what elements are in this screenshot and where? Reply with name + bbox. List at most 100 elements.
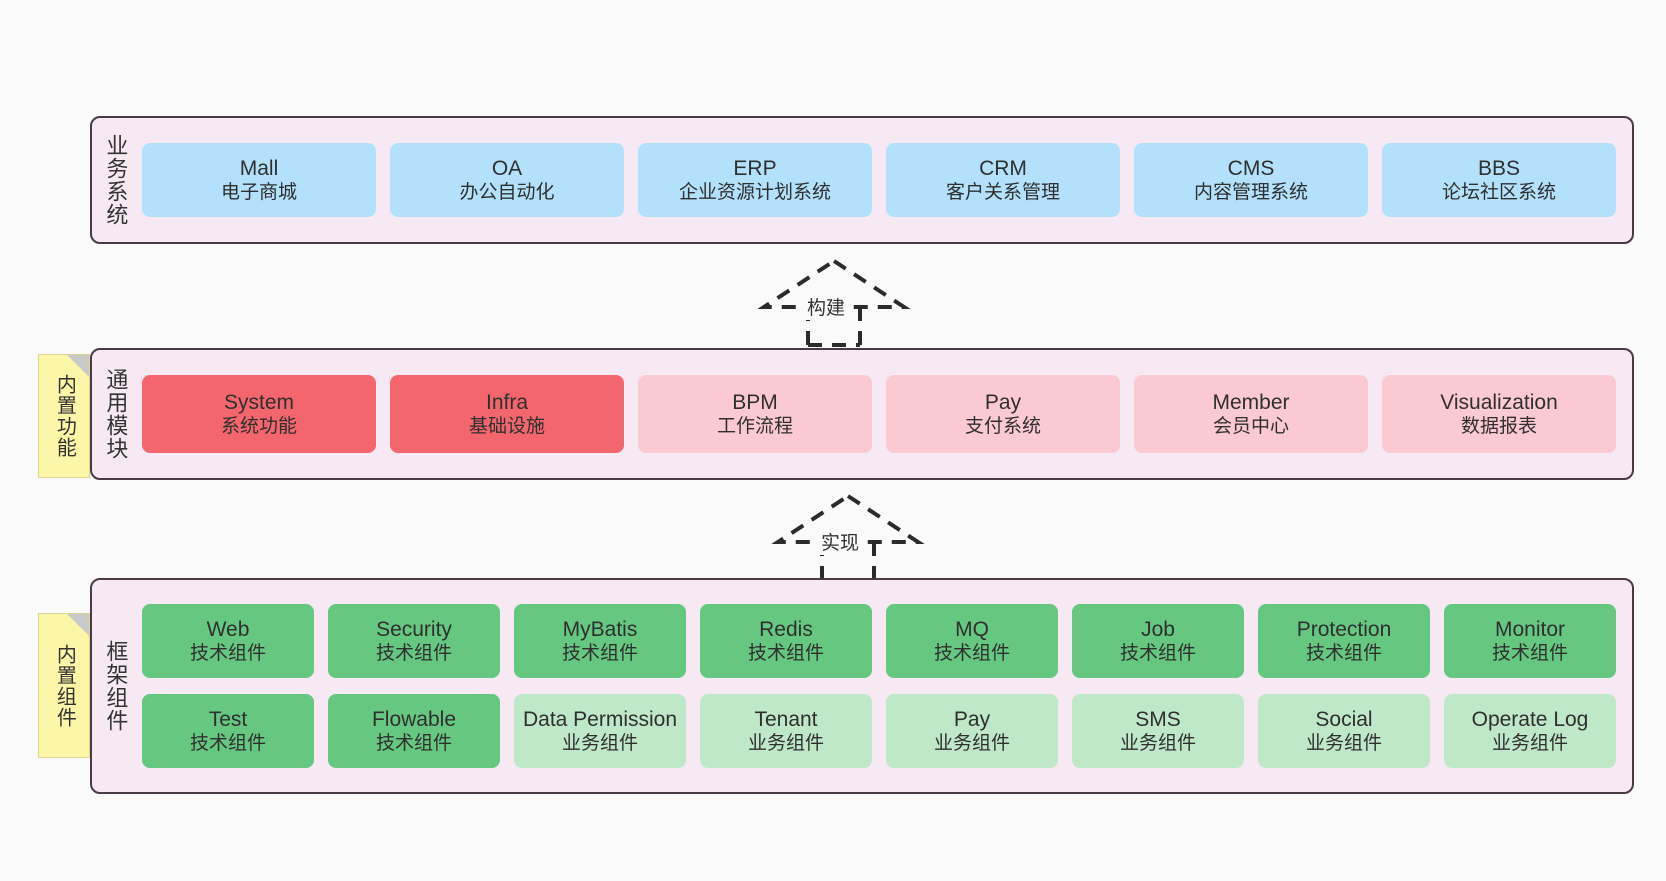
layer-body-framework-component: Web 技术组件 Security 技术组件 MyBatis 技术组件 Redi…: [138, 580, 1632, 792]
layer-business-system: 业务系统 Mall 电子商城 OA 办公自动化 ERP 企业资源计划系统 CRM…: [90, 116, 1634, 244]
node-visualization[interactable]: Visualization 数据报表: [1382, 375, 1616, 453]
node-subtitle: 系统功能: [220, 416, 297, 438]
node-title: Flowable: [371, 707, 457, 731]
layer-title-framework-component: 框架组件: [103, 640, 129, 732]
node-tenant[interactable]: Tenant 业务组件: [700, 694, 872, 768]
node-mq[interactable]: MQ 技术组件: [886, 604, 1058, 678]
node-subtitle: 业务组件: [561, 733, 638, 754]
connector-label-implement: 实现: [818, 528, 863, 555]
node-subtitle: 业务组件: [933, 733, 1010, 755]
node-bbs[interactable]: BBS 论坛社区系统: [1382, 143, 1616, 217]
node-subtitle: 技术组件: [1305, 643, 1382, 665]
node-subtitle: 业务组件: [1305, 733, 1382, 755]
node-subtitle: 业务组件: [1119, 733, 1196, 755]
page-fold-icon: [67, 614, 89, 636]
node-pay[interactable]: Pay 支付系统: [886, 375, 1120, 453]
node-title: BBS: [1477, 156, 1521, 180]
node-member[interactable]: Member 会员中心: [1134, 375, 1368, 453]
generalization-arrow-icon: [771, 493, 925, 582]
node-bpm[interactable]: BPM 工作流程: [638, 375, 872, 453]
node-mall[interactable]: Mall 电子商城: [142, 143, 376, 217]
node-subtitle: 技术组件: [375, 733, 452, 755]
node-title: Test: [208, 707, 248, 731]
node-subtitle: 客户关系管理: [945, 182, 1060, 204]
node-flowable[interactable]: Flowable 技术组件: [328, 694, 500, 768]
layer-body-common-module: System 系统功能 Infra 基础设施 BPM 工作流程 Pay 支付系统…: [138, 350, 1632, 478]
layer-common-module: 通用模块 System 系统功能 Infra 基础设施 BPM 工作流程 Pay…: [90, 348, 1634, 480]
layer-title-business-system: 业务系统: [103, 134, 129, 226]
node-title: Visualization: [1440, 390, 1558, 414]
node-oa[interactable]: OA 办公自动化: [390, 143, 624, 217]
node-mybatis[interactable]: MyBatis 技术组件: [514, 604, 686, 678]
node-operate-log[interactable]: Operate Log 业务组件: [1444, 694, 1616, 768]
node-subtitle: 技术组件: [933, 643, 1010, 665]
note-builtin-feature: 内置功能: [38, 354, 90, 478]
node-subtitle: 基础设施: [468, 416, 545, 438]
connector-implement: 实现: [770, 490, 926, 582]
note-label: 内置组件: [53, 643, 76, 728]
node-security[interactable]: Security 技术组件: [328, 604, 500, 678]
node-job[interactable]: Job 技术组件: [1072, 604, 1244, 678]
node-subtitle: 技术组件: [747, 643, 824, 665]
node-subtitle: 支付系统: [964, 416, 1041, 438]
node-row: Test 技术组件 Flowable 技术组件 Data Permission …: [142, 694, 1616, 768]
node-monitor[interactable]: Monitor 技术组件: [1444, 604, 1616, 678]
connector-build: 构建: [756, 255, 912, 347]
node-system[interactable]: System 系统功能: [142, 375, 376, 453]
node-title: Job: [1141, 617, 1175, 641]
node-subtitle: 电子商城: [220, 182, 297, 204]
layer-framework-component: 框架组件 Web 技术组件 Security 技术组件 MyBatis 技术组件…: [90, 578, 1634, 794]
node-subtitle: 技术组件: [1119, 643, 1196, 665]
node-protection[interactable]: Protection 技术组件: [1258, 604, 1430, 678]
node-title: Redis: [759, 617, 813, 641]
node-row: System 系统功能 Infra 基础设施 BPM 工作流程 Pay 支付系统…: [142, 375, 1616, 453]
node-pay-business[interactable]: Pay 业务组件: [886, 694, 1058, 768]
layer-title-common-module: 通用模块: [103, 368, 129, 460]
node-subtitle: 技术组件: [1491, 643, 1568, 665]
node-erp[interactable]: ERP 企业资源计划系统: [638, 143, 872, 217]
node-subtitle: 技术组件: [189, 643, 266, 665]
node-subtitle: 数据报表: [1460, 416, 1537, 438]
node-row: Web 技术组件 Security 技术组件 MyBatis 技术组件 Redi…: [142, 604, 1616, 678]
node-subtitle: 论坛社区系统: [1441, 182, 1556, 204]
node-title: Mall: [239, 156, 279, 180]
note-label: 内置功能: [53, 374, 76, 458]
node-title: Social: [1315, 707, 1373, 731]
node-title: MQ: [955, 617, 989, 641]
node-crm[interactable]: CRM 客户关系管理: [886, 143, 1120, 217]
node-sms[interactable]: SMS 业务组件: [1072, 694, 1244, 768]
node-title: Operate Log: [1471, 707, 1589, 731]
node-social[interactable]: Social 业务组件: [1258, 694, 1430, 768]
node-data-permission[interactable]: Data Permission 业务组件: [514, 694, 686, 768]
node-subtitle: 工作流程: [716, 416, 793, 438]
node-subtitle: 业务组件: [747, 733, 824, 755]
node-title: Protection: [1296, 617, 1392, 641]
note-builtin-component: 内置组件: [38, 613, 90, 758]
node-subtitle: 技术组件: [561, 643, 638, 665]
node-infra[interactable]: Infra 基础设施: [390, 375, 624, 453]
node-title: Pay: [984, 390, 1022, 414]
node-title: MyBatis: [562, 617, 638, 641]
node-title: Tenant: [754, 707, 818, 731]
node-title: Infra: [485, 390, 529, 414]
node-title: System: [223, 390, 294, 414]
connector-label-build: 构建: [804, 293, 849, 320]
node-title: Security: [376, 617, 452, 641]
node-subtitle: 企业资源计划系统: [678, 182, 831, 204]
generalization-arrow-icon: [757, 258, 911, 347]
node-redis[interactable]: Redis 技术组件: [700, 604, 872, 678]
node-title: ERP: [733, 156, 777, 180]
node-web[interactable]: Web 技术组件: [142, 604, 314, 678]
node-title: OA: [491, 156, 523, 180]
node-title: Monitor: [1494, 617, 1566, 641]
node-subtitle: 技术组件: [189, 733, 266, 755]
node-title: Data Permission: [522, 707, 678, 731]
node-test[interactable]: Test 技术组件: [142, 694, 314, 768]
node-title: BPM: [732, 390, 778, 414]
node-row: Mall 电子商城 OA 办公自动化 ERP 企业资源计划系统 CRM 客户关系…: [142, 143, 1616, 217]
node-subtitle: 内容管理系统: [1193, 182, 1308, 204]
node-cms[interactable]: CMS 内容管理系统: [1134, 143, 1368, 217]
node-title: SMS: [1135, 707, 1181, 731]
node-title: CMS: [1227, 156, 1275, 180]
